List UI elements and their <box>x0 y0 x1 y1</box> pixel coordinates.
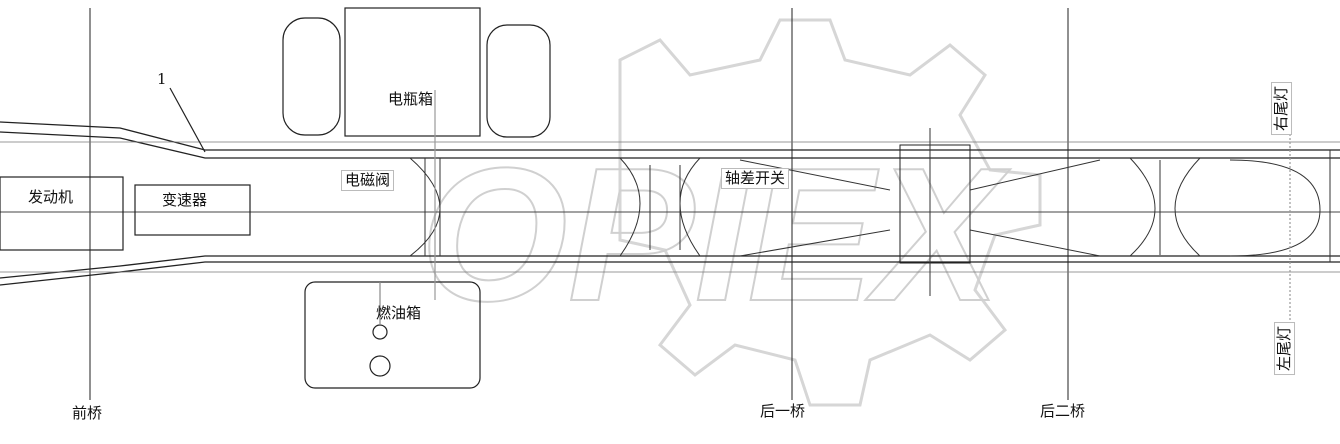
battery-box-label: 电瓶箱 <box>388 90 434 108</box>
part-number-label: 1 <box>157 70 167 88</box>
front-axle-label: 前桥 <box>72 404 103 422</box>
rear-axle-1-label: 后一桥 <box>760 402 806 420</box>
leader-line-1 <box>169 87 206 153</box>
watermark-logo: OPIEX <box>419 18 1042 407</box>
watermark-text: OPIEX <box>420 129 1011 341</box>
transmission-box <box>134 184 251 236</box>
battery-box-shape <box>344 7 481 137</box>
right-tail-light-label: 右尾灯 <box>1271 81 1293 136</box>
left-tail-light-label: 左尾灯 <box>1274 321 1296 376</box>
frame-rails <box>0 121 1340 286</box>
transmission-label: 变速器 <box>162 191 208 209</box>
fuel-tank-label: 燃油箱 <box>376 304 422 322</box>
engine-box <box>0 176 124 251</box>
diff-lock-switch-label: 轴差开关 <box>721 168 790 189</box>
components <box>0 7 1291 389</box>
solenoid-valve-label: 电磁阀 <box>341 170 395 191</box>
fuel-tank-shape <box>304 281 481 389</box>
engine-label: 发动机 <box>28 188 74 206</box>
crossmembers <box>409 128 1331 296</box>
air-tank-right <box>486 24 551 138</box>
axle-lines <box>89 8 1069 400</box>
rear-axle-2-label: 后二桥 <box>1040 402 1086 420</box>
air-tank-left <box>282 17 341 136</box>
